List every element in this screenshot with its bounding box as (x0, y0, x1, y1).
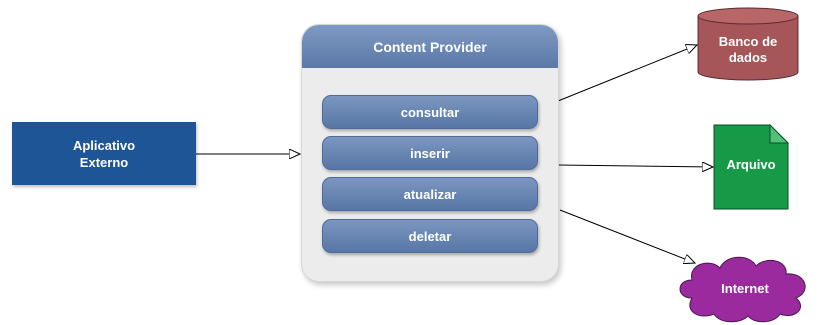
database-label-line1: Banco de (718, 34, 778, 49)
cloud-icon (679, 256, 806, 323)
operation-inserir: inserir (322, 136, 538, 170)
arrow-provider-to-file (557, 165, 713, 167)
arrow-provider-to-internet (559, 209, 695, 263)
internet-label: Internet (721, 281, 769, 296)
file-label: Arquivo (726, 157, 776, 172)
database-label: Banco de dados (696, 28, 800, 72)
external-app-box: Aplicativo Externo (12, 122, 196, 185)
operation-atualizar: atualizar (322, 177, 538, 211)
arrow-provider-to-database (557, 45, 697, 102)
operation-consultar: consultar (322, 95, 538, 129)
content-provider-title: Content Provider (302, 25, 558, 68)
external-app-label-line2: Externo (79, 154, 129, 170)
operation-deletar: deletar (322, 219, 538, 253)
database-icon (697, 7, 799, 81)
external-app-label-line1: Aplicativo (72, 137, 136, 153)
file-icon (713, 124, 789, 210)
database-label-line2: dados (728, 50, 768, 65)
